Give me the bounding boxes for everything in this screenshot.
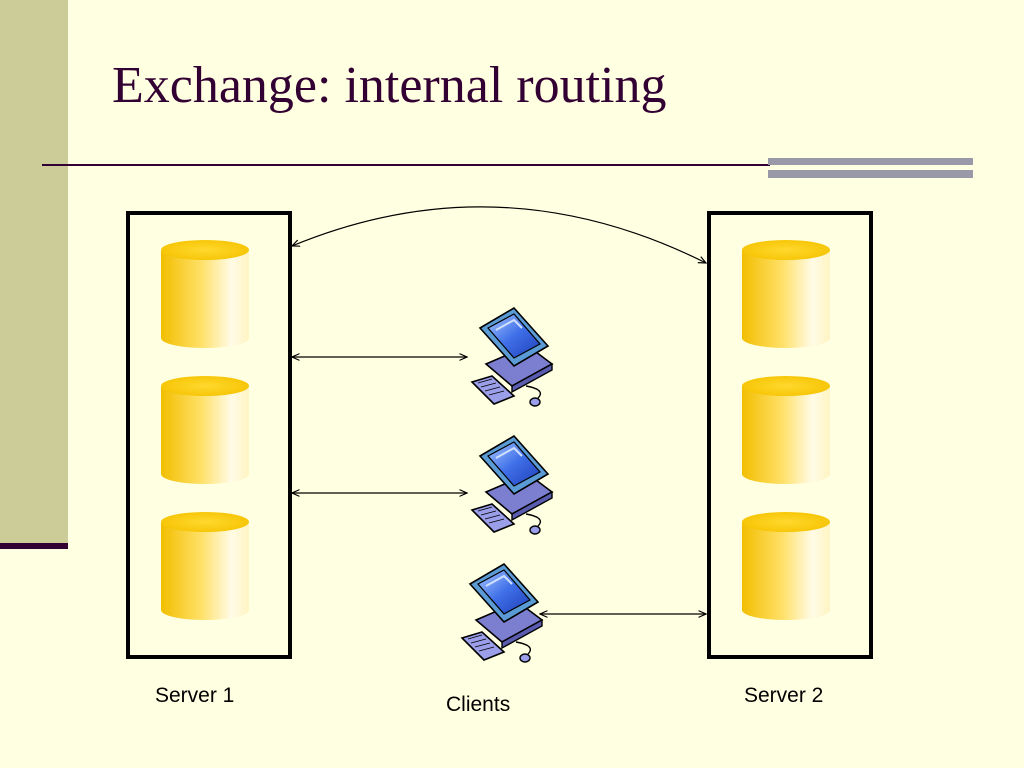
server-1-database-3: [161, 512, 249, 620]
client-computer-1: [471, 307, 553, 407]
left-sidebar-accent: [0, 543, 68, 549]
title-rule-accent-top: [768, 158, 973, 165]
server-1-database-1: [161, 240, 249, 348]
client-computer-2: [471, 435, 553, 535]
server-1-label: Server 1: [155, 684, 235, 707]
server-2-box: [707, 211, 873, 659]
server-2-database-1: [742, 240, 830, 348]
client-computer-3: [461, 563, 543, 663]
left-sidebar-bar: [0, 0, 68, 545]
server-2-database-2: [742, 376, 830, 484]
server-2-label: Server 2: [744, 684, 824, 707]
server-to-server-arrow: [292, 206, 706, 263]
server-2-database-3: [742, 512, 830, 620]
server-1-box: [126, 211, 292, 659]
title-underline: [42, 164, 770, 166]
slide-title: Exchange: internal routing: [112, 57, 667, 114]
server-1-database-2: [161, 376, 249, 484]
title-rule-accent-bottom: [768, 170, 973, 178]
clients-label: Clients: [446, 693, 511, 716]
